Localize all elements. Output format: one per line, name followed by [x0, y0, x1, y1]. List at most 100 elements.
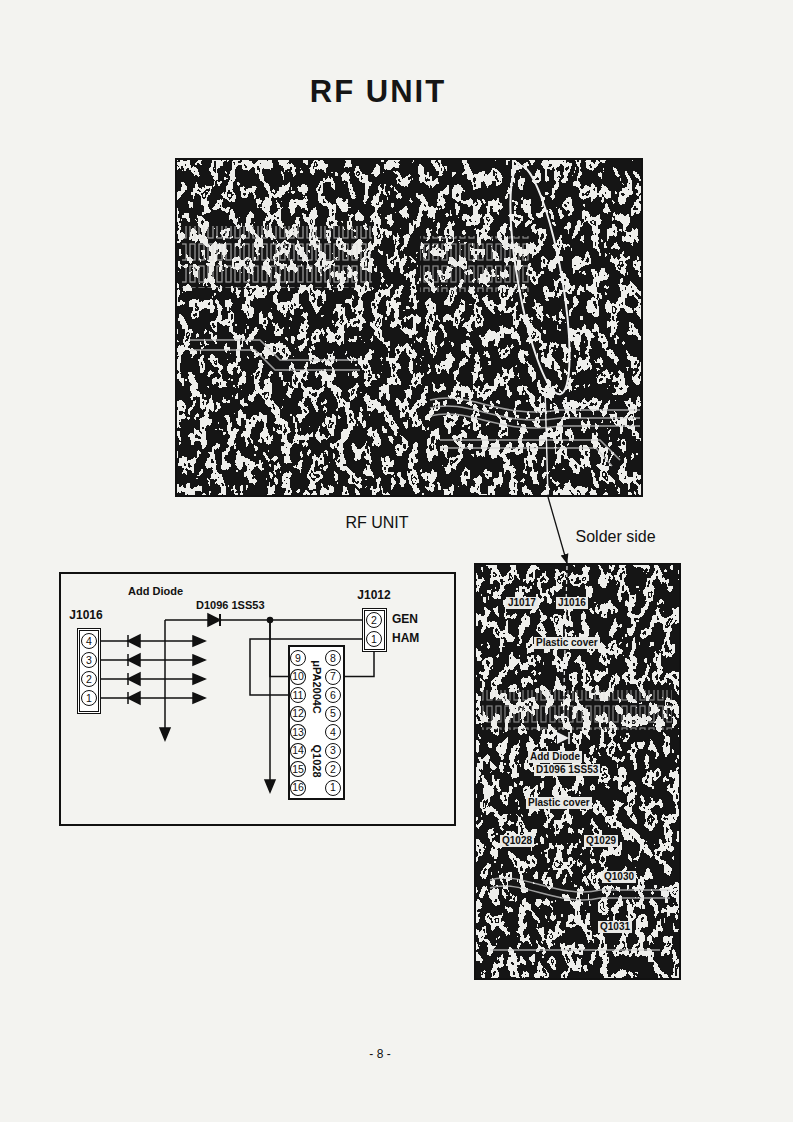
schematic-wiring — [101, 678, 193, 680]
schematic-wiring — [193, 655, 205, 665]
schematic-wiring — [128, 635, 140, 647]
solder-side-photo — [490, 878, 670, 950]
pin-number: 3 — [330, 744, 336, 756]
pin-circle: 7 — [325, 669, 341, 685]
pcb-photo — [430, 406, 640, 420]
schematic-wiring — [101, 697, 193, 699]
silkscreen-label: J1016 — [556, 597, 588, 609]
schematic-frame — [60, 573, 455, 825]
silkscreen-label: Plastic cover — [534, 637, 600, 649]
pin-circle: 1 — [325, 780, 341, 796]
schematic-wiring — [127, 692, 129, 704]
schematic-wiring — [128, 673, 140, 685]
note-label: Add Diode — [128, 585, 183, 598]
pin-circle: 14 — [290, 743, 307, 759]
pin-circle: 6 — [325, 687, 341, 703]
solder-side-photo — [490, 878, 670, 892]
schematic-wiring — [127, 654, 129, 666]
part-label: Q1028 — [310, 744, 323, 777]
solder-side-photo — [482, 690, 672, 730]
pcb-photo — [440, 448, 612, 466]
pin-circle: 2 — [325, 761, 341, 777]
schematic-wiring — [128, 692, 140, 704]
silkscreen-label: Plastic cover — [526, 797, 592, 809]
pin-number: 6 — [330, 689, 336, 701]
pin-number: 8 — [330, 652, 336, 664]
silkscreen-label: J1017 — [506, 597, 538, 609]
silkscreen-label: Q1028 — [500, 835, 534, 847]
solder-side-photo — [490, 886, 670, 900]
pin-circle: 10 — [290, 669, 307, 685]
schematic-wiring — [269, 620, 271, 780]
pin-number: 11 — [293, 689, 304, 701]
page-number: - 8 - — [369, 1048, 390, 1062]
ic-package: 9 8 10 7 11 6 12 5 13 4 14 3 15 2 16 1 μPA2004C Q1028 — [288, 645, 345, 800]
silkscreen-label: Q1031 — [598, 921, 632, 933]
pin-circle: 13 — [290, 724, 307, 740]
pcb-photo — [175, 158, 643, 497]
connector-block: 4321J1016 — [77, 628, 101, 714]
solder-side-photo — [568, 732, 570, 744]
pin-circle: 1 — [366, 631, 382, 647]
pin-circle: 8 — [325, 650, 341, 666]
silkscreen-label: Add Diode — [528, 751, 582, 763]
schematic-wiring — [164, 620, 166, 728]
pcb-photo — [190, 350, 360, 370]
page-title: RF UNIT — [310, 74, 446, 110]
schematic-wiring — [193, 693, 205, 703]
pin-circle: 2 — [81, 671, 97, 687]
schematic-wiring — [127, 635, 129, 647]
pin-number: 1 — [371, 633, 377, 645]
pcb-photo — [545, 388, 548, 497]
pcb-photo — [430, 398, 640, 412]
pin-number: 5 — [330, 707, 336, 719]
pcb-photo — [175, 158, 643, 497]
photo-caption: RF UNIT — [345, 514, 408, 532]
schematic-frame — [60, 573, 455, 825]
pin-number: 7 — [330, 670, 336, 682]
silkscreen-label: Q1029 — [584, 835, 618, 847]
connector-name: J1012 — [357, 589, 390, 603]
pin-number: 2 — [371, 614, 377, 626]
pin-number: 13 — [292, 726, 304, 738]
pin-circle: 15 — [290, 761, 307, 777]
pin-number: 15 — [292, 763, 304, 775]
pin-circle: 4 — [325, 724, 341, 740]
pin-number: 3 — [86, 654, 92, 666]
schematic-wiring — [208, 614, 220, 626]
schematic-wiring — [101, 614, 275, 792]
pin-circle: 4 — [81, 633, 97, 649]
pcb-photo — [498, 162, 582, 398]
schematic-wiring — [265, 780, 275, 792]
pin-number: 4 — [330, 726, 336, 738]
part-label: μPA2004C — [310, 660, 323, 714]
part-label: D1096 1SS53 — [196, 599, 265, 612]
pin-circle: 16 — [290, 780, 307, 796]
connector-block: 21J1012 — [362, 608, 387, 652]
solder-side-photo — [557, 732, 569, 744]
pointer-arrow — [548, 497, 567, 563]
signal-name: GEN — [392, 613, 418, 627]
solder-side-photo — [474, 563, 681, 980]
solder-side-photo — [474, 563, 681, 980]
solder-side-photo: J1017J1016Plastic coverAdd DiodeD1096 1S… — [474, 563, 681, 980]
pin-circle: 11 — [290, 687, 306, 703]
pin-number: 16 — [292, 781, 304, 793]
silkscreen-label: Q1030 — [602, 871, 636, 883]
pcb-photo — [182, 226, 372, 288]
pin-circle: 2 — [366, 612, 382, 628]
pin-circle: 9 — [290, 650, 306, 666]
schematic-wiring — [127, 673, 129, 685]
schematic-wiring — [193, 636, 205, 646]
connector-name: J1016 — [69, 609, 102, 623]
schematic-wiring — [101, 659, 193, 661]
pcb-photo: RF UNIT — [175, 158, 643, 497]
schematic-wiring — [160, 728, 170, 740]
pin-circle: 12 — [290, 706, 307, 722]
pin-number: 14 — [292, 744, 304, 756]
solder-side-photo — [490, 949, 660, 951]
schematic-wiring — [193, 674, 205, 684]
pin-circle: 3 — [81, 652, 97, 668]
